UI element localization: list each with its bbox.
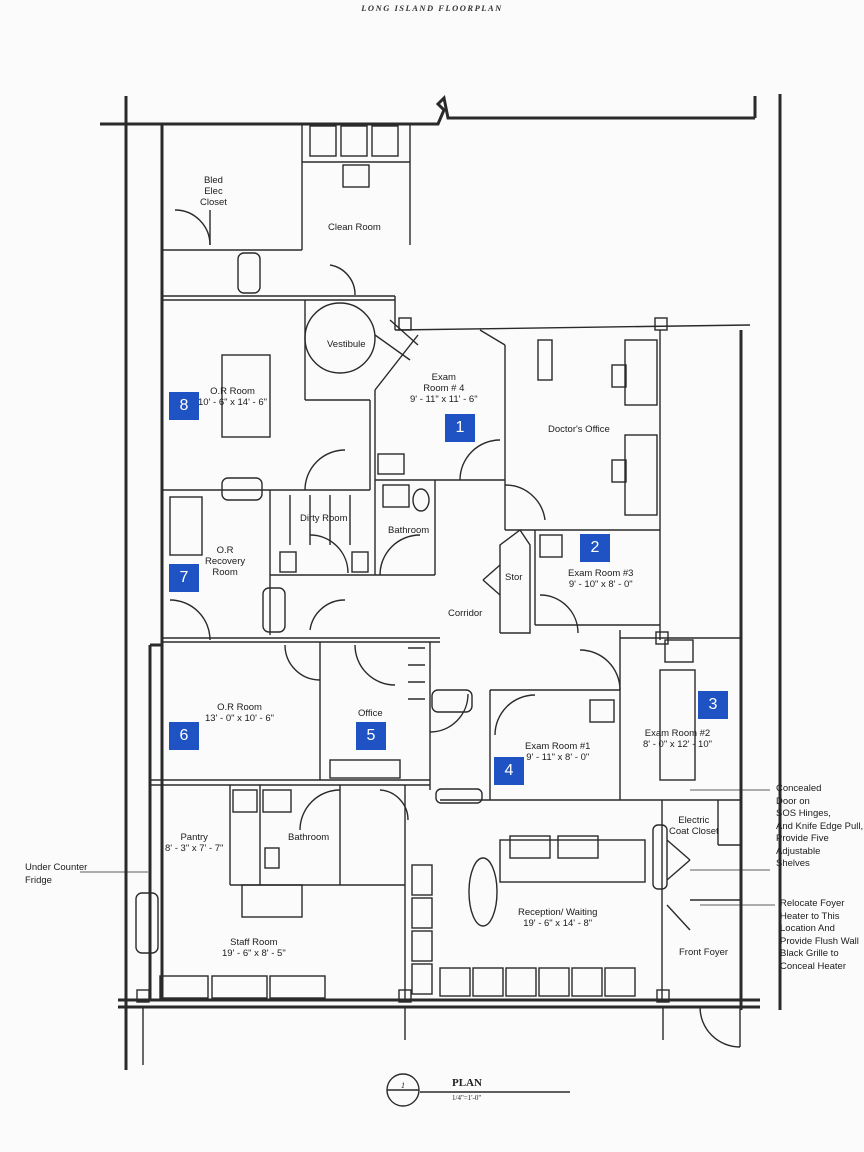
room-or-recovery: O.R Recovery Room — [205, 545, 246, 578]
note-relocate-heater: Relocate Foyer Heater to This Location A… — [780, 898, 859, 972]
plan-title: PLAN — [452, 1077, 482, 1089]
room-dirty-room: Dirty Room — [300, 513, 348, 524]
lower-left-walls — [150, 642, 469, 790]
room-bathroom-lower: Bathroom — [288, 832, 330, 843]
marker-5: 5 — [356, 722, 386, 750]
room-vestibule: Vestibule — [327, 339, 366, 350]
room-bathroom-upper: Bathroom — [388, 525, 430, 536]
exam3-walls — [482, 528, 660, 634]
room-electric-coat-closet: Electric Coat Closet — [669, 815, 719, 837]
columns — [136, 989, 670, 1065]
outer-walls — [100, 94, 782, 1070]
room-stor: Stor — [505, 572, 523, 583]
room-corridor: Corridor — [448, 608, 483, 619]
plan-marker — [386, 1073, 570, 1107]
marker-7: 7 — [169, 564, 199, 592]
exam1-exam2-walls — [431, 630, 741, 801]
vestibule-walls — [304, 300, 419, 490]
recovery-room-walls — [162, 496, 440, 643]
room-front-foyer: Front Foyer — [679, 947, 729, 958]
top-block-walls — [162, 124, 411, 301]
marker-3: 3 — [698, 691, 728, 719]
room-clean-room: Clean Room — [328, 222, 381, 233]
upper-right-walls — [374, 296, 751, 640]
dirty-bath-walls — [269, 480, 436, 635]
marker-6: 6 — [169, 722, 199, 750]
drawing-title: LONG ISLAND FLOORPLAN — [361, 3, 503, 13]
leader-lines — [80, 789, 775, 906]
reception-walls — [411, 800, 741, 1048]
marker-8: 8 — [169, 392, 199, 420]
plan-scale: 1/4"=1'-0" — [452, 1094, 482, 1102]
marker-1: 1 — [445, 414, 475, 442]
note-concealed-door: Concealed Door on SOS Hinges, And Knife … — [776, 783, 864, 869]
room-doctors-office: Doctor's Office — [548, 424, 610, 435]
marker-4: 4 — [494, 757, 524, 785]
room-bled-elec-closet: Bled Elec Closet — [200, 175, 227, 208]
plan-number: 1 — [401, 1081, 405, 1090]
marker-2: 2 — [580, 534, 610, 562]
note-under-counter-fridge: Under Counter Fridge — [25, 862, 88, 886]
or-room-top-walls — [162, 354, 370, 501]
pantry-staff-walls — [135, 785, 483, 1000]
room-office: Office — [358, 708, 383, 719]
